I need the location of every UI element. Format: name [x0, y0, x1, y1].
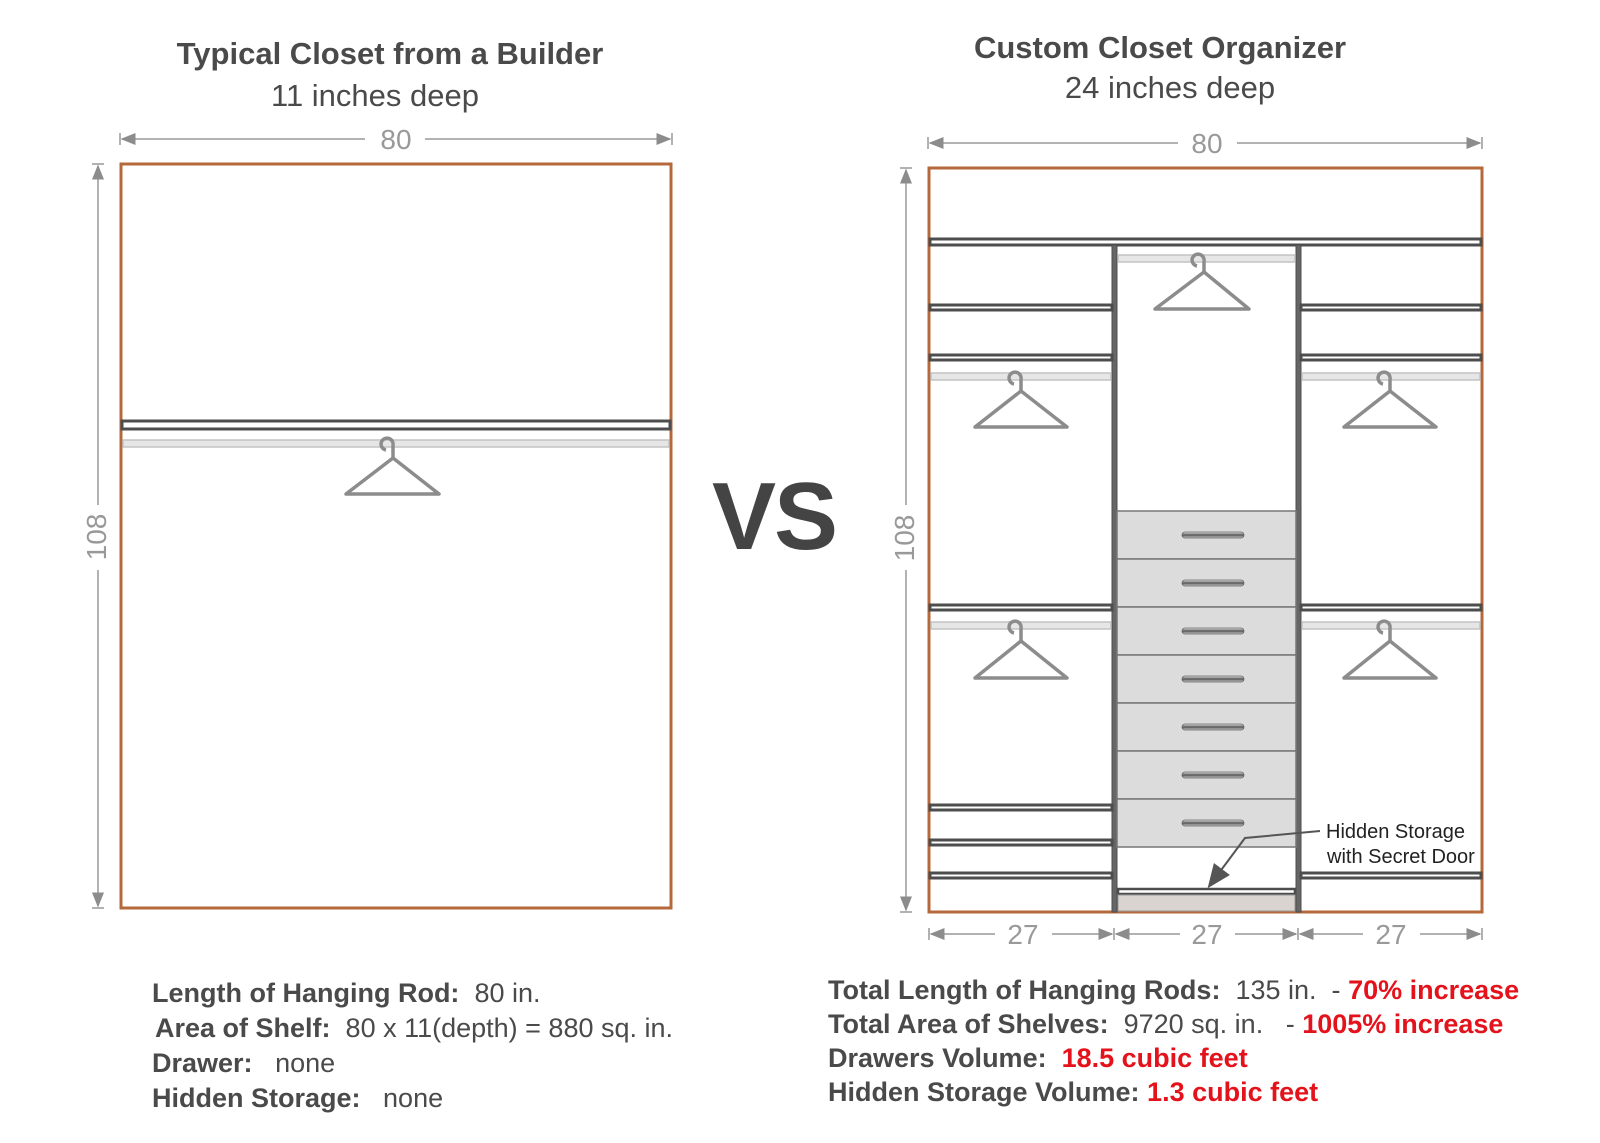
callout-line-2: with Secret Door	[1326, 846, 1475, 868]
right-height-dimension: 108	[889, 167, 920, 913]
right-closet-frame	[927, 166, 1484, 914]
left-stat-hidden: Hidden Storage: none	[152, 1083, 444, 1113]
left-closet-frame	[119, 162, 673, 910]
right-stat-shelves: Total Area of Shelves: 9720 sq. in. - 10…	[828, 1009, 1504, 1039]
left-closet: 80 108	[81, 124, 673, 910]
left-width-dimension: 80	[119, 124, 673, 155]
left-title: Typical Closet from a Builder	[176, 36, 604, 71]
hanger-icon	[1342, 370, 1438, 429]
right-height-label: 108	[889, 515, 920, 562]
left-height-label: 108	[81, 514, 112, 561]
callout-arrow	[1207, 830, 1321, 889]
left-subtitle: 11 inches deep	[271, 78, 479, 113]
left-shelf	[120, 419, 672, 431]
top-shelf	[928, 237, 1483, 247]
left-column-shelves	[928, 303, 1114, 880]
drawer-handle-icon	[1181, 819, 1245, 827]
hanger-icon	[1153, 252, 1251, 311]
left-stat-rod: Length of Hanging Rod: 80 in.	[152, 978, 541, 1008]
right-width-label: 80	[1191, 128, 1222, 159]
left-stat-drawer: Drawer: none	[152, 1048, 336, 1078]
left-stat-shelf: Area of Shelf: 80 x 11(depth) = 880 sq. …	[155, 1013, 674, 1043]
hanger-icon	[973, 619, 1069, 680]
section-dimensions	[928, 928, 1483, 940]
vs-label: VS	[712, 463, 838, 570]
right-stat-rods: Total Length of Hanging Rods: 135 in. - …	[828, 975, 1520, 1005]
section-width-label: 27	[1191, 919, 1222, 950]
section-width-label: 27	[1007, 919, 1038, 950]
drawer-handle-icon	[1181, 675, 1245, 683]
hanger-icon	[1342, 619, 1438, 680]
drawer-stack	[1116, 510, 1297, 848]
drawer-handle-icon	[1181, 771, 1245, 779]
left-height-dimension: 108	[81, 163, 112, 909]
right-width-dimension: 80	[927, 128, 1483, 159]
hanger-icon	[344, 436, 441, 496]
right-stat-hidden: Hidden Storage Volume: 1.3 cubic feet	[828, 1077, 1319, 1107]
callout-line-1: Hidden Storage	[1326, 821, 1465, 843]
right-column-shelves	[1299, 303, 1483, 880]
drawer-handle-icon	[1181, 531, 1245, 539]
right-closet: 80 108	[889, 128, 1484, 950]
hanger-icon	[973, 370, 1069, 429]
right-subtitle: 24 inches deep	[1064, 70, 1276, 105]
hidden-storage-lid	[1116, 887, 1297, 896]
section-width-label: 27	[1375, 919, 1406, 950]
drawer-handle-icon	[1181, 627, 1245, 635]
drawer-handle-icon	[1181, 723, 1245, 731]
drawer-handle-icon	[1181, 579, 1245, 587]
right-title: Custom Closet Organizer	[973, 30, 1347, 65]
hidden-storage-box	[1117, 894, 1296, 912]
left-width-label: 80	[380, 124, 411, 155]
right-stat-drawers: Drawers Volume: 18.5 cubic feet	[828, 1043, 1248, 1073]
left-hanging-rod	[122, 439, 670, 448]
